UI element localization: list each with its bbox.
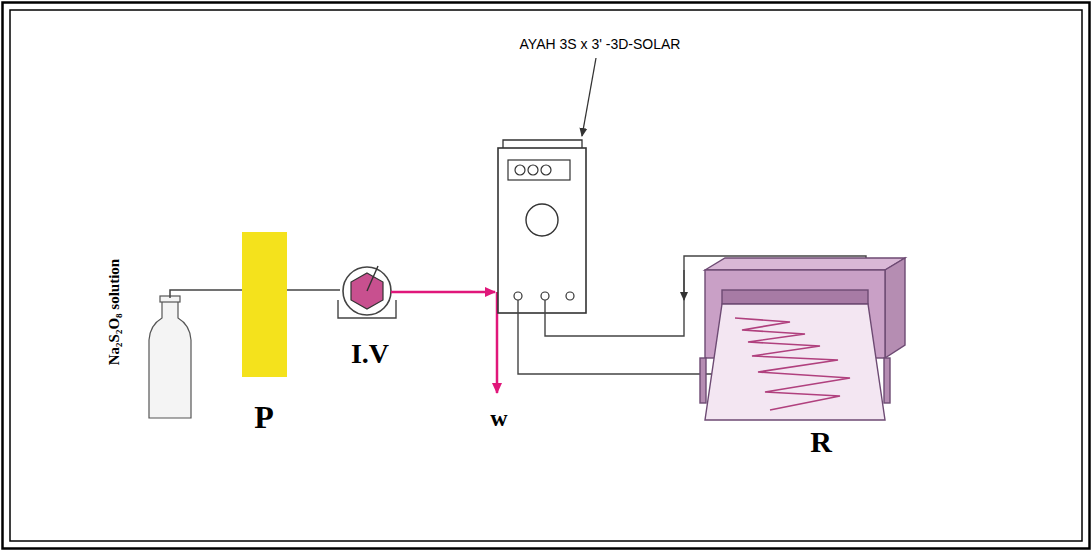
flow-line	[391, 291, 495, 294]
recorder-label: R	[810, 427, 832, 457]
chart-recorder	[700, 258, 905, 420]
tube	[170, 290, 242, 298]
instrument-label: AYAH 3S x 3' -3D-SOLAR	[520, 37, 681, 51]
pump-label: P	[254, 401, 274, 433]
injection-valve	[338, 266, 396, 318]
valve-label: I.V	[351, 340, 389, 368]
pump	[242, 232, 287, 377]
inner-frame	[10, 10, 1082, 541]
wire-arrow	[683, 270, 684, 300]
outer-frame	[3, 3, 1090, 549]
waste-label: w	[490, 406, 507, 430]
tube	[287, 289, 340, 291]
detector-instrument	[498, 140, 586, 313]
leader-arrow	[582, 58, 596, 136]
reagent-label: Na₂S₂O₈ solution	[107, 259, 122, 365]
reagent-bottle	[149, 296, 191, 418]
